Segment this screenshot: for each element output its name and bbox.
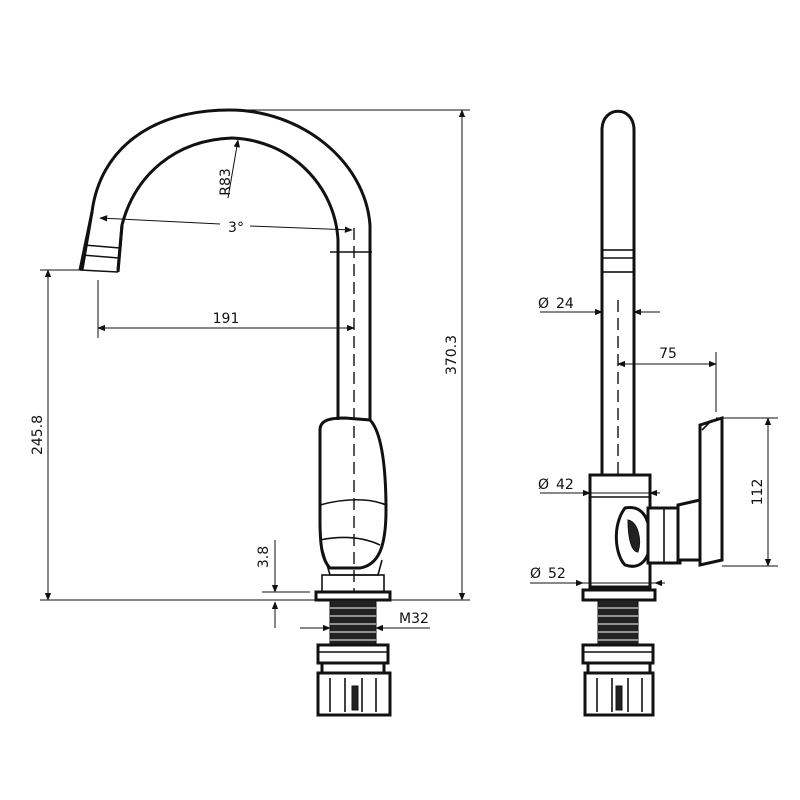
dim-base-diameter-symbol: Ø bbox=[530, 566, 541, 582]
dim-total-height: 370.3 bbox=[444, 335, 460, 375]
dim-handle-height: 112 bbox=[750, 479, 766, 506]
dim-spout-height: 245.8 bbox=[30, 415, 46, 455]
dim-gap: 3.8 bbox=[256, 546, 272, 568]
dim-base-diameter: 52 bbox=[548, 566, 566, 582]
dim-spout-diameter: 24 bbox=[556, 296, 574, 312]
mounting-thread bbox=[329, 599, 377, 646]
mounting-nut bbox=[316, 643, 390, 665]
front-view: 370.3 245.8 191 3° R83 3.8 M32 bbox=[30, 108, 470, 717]
dim-body-diameter-symbol: Ø bbox=[538, 477, 549, 493]
side-view: Ø 24 75 112 Ø 42 Ø 52 bbox=[530, 109, 778, 717]
dim-body-offset: 75 bbox=[659, 346, 677, 362]
spout-inner bbox=[116, 136, 340, 420]
faucet-body bbox=[318, 416, 388, 570]
side-spout bbox=[600, 109, 636, 475]
dim-spout-diameter-symbol: Ø bbox=[538, 296, 549, 312]
dim-body-diameter: 42 bbox=[556, 477, 574, 493]
dim-spout-radius: R83 bbox=[218, 168, 234, 196]
spout-outer bbox=[78, 108, 372, 420]
spout-tip bbox=[79, 244, 121, 273]
dim-spout-angle: 3° bbox=[228, 220, 244, 236]
base-flange bbox=[314, 590, 392, 602]
dim-thread: M32 bbox=[399, 611, 429, 627]
dim-reach: 191 bbox=[213, 311, 240, 327]
